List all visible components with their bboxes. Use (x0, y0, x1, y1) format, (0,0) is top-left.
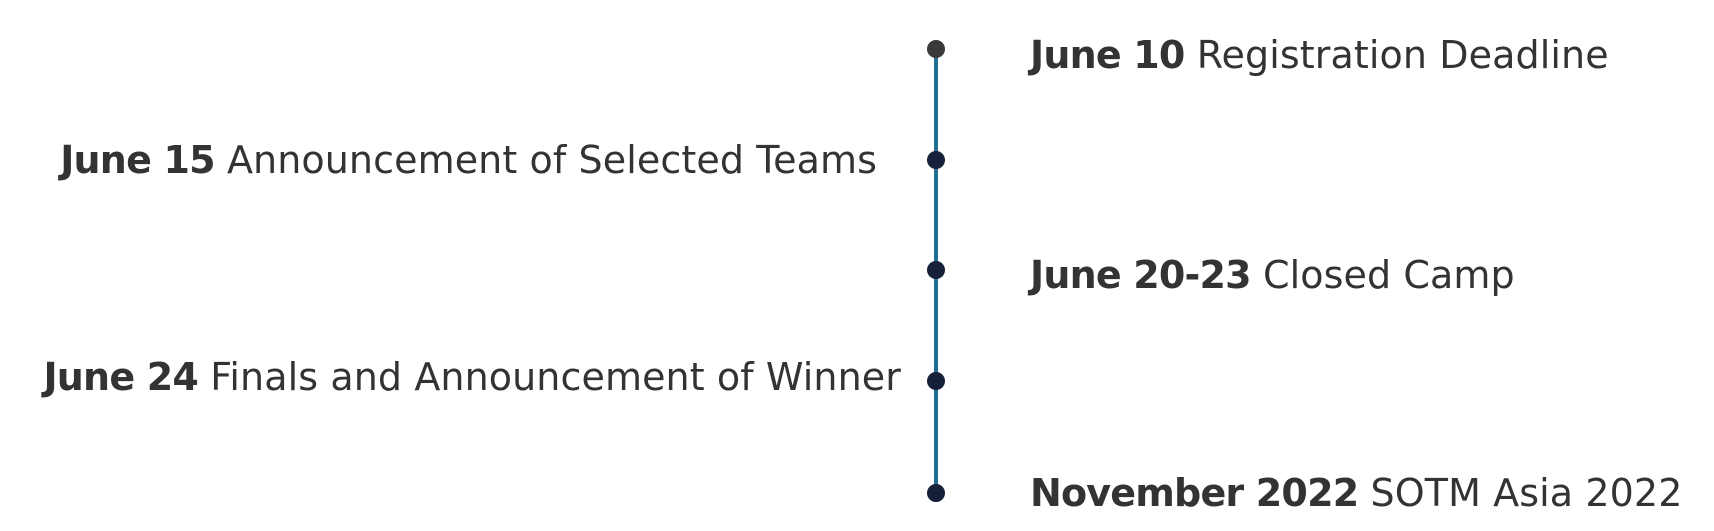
event-date: June 15 (60, 138, 215, 182)
event-label: Closed Camp (1262, 253, 1515, 297)
event-label: Finals and Announcement of Winner (210, 355, 901, 399)
timeline-entry-finals: June 24 Finals and Announcement of Winne… (43, 355, 901, 399)
timeline-node-announcement (927, 151, 945, 169)
event-label: Registration Deadline (1196, 33, 1609, 77)
event-date: June 24 (43, 355, 198, 399)
timeline-node-registration (927, 40, 945, 58)
timeline-entry-camp: June 20-23 Closed Camp (1030, 253, 1515, 297)
timeline-node-finals (927, 372, 945, 390)
event-label: SOTM Asia 2022 (1370, 471, 1683, 515)
event-date: June 20-23 (1030, 253, 1252, 297)
timeline-entry-announcement: June 15 Announcement of Selected Teams (60, 138, 877, 182)
event-label: Announcement of Selected Teams (226, 138, 877, 182)
timeline-entry-registration: June 10 Registration Deadline (1030, 33, 1609, 77)
event-date: November 2022 (1030, 471, 1359, 515)
timeline-entry-sotm: November 2022 SOTM Asia 2022 (1030, 471, 1682, 515)
timeline-node-sotm (927, 484, 945, 502)
event-date: June 10 (1030, 33, 1185, 77)
timeline-node-camp (927, 261, 945, 279)
